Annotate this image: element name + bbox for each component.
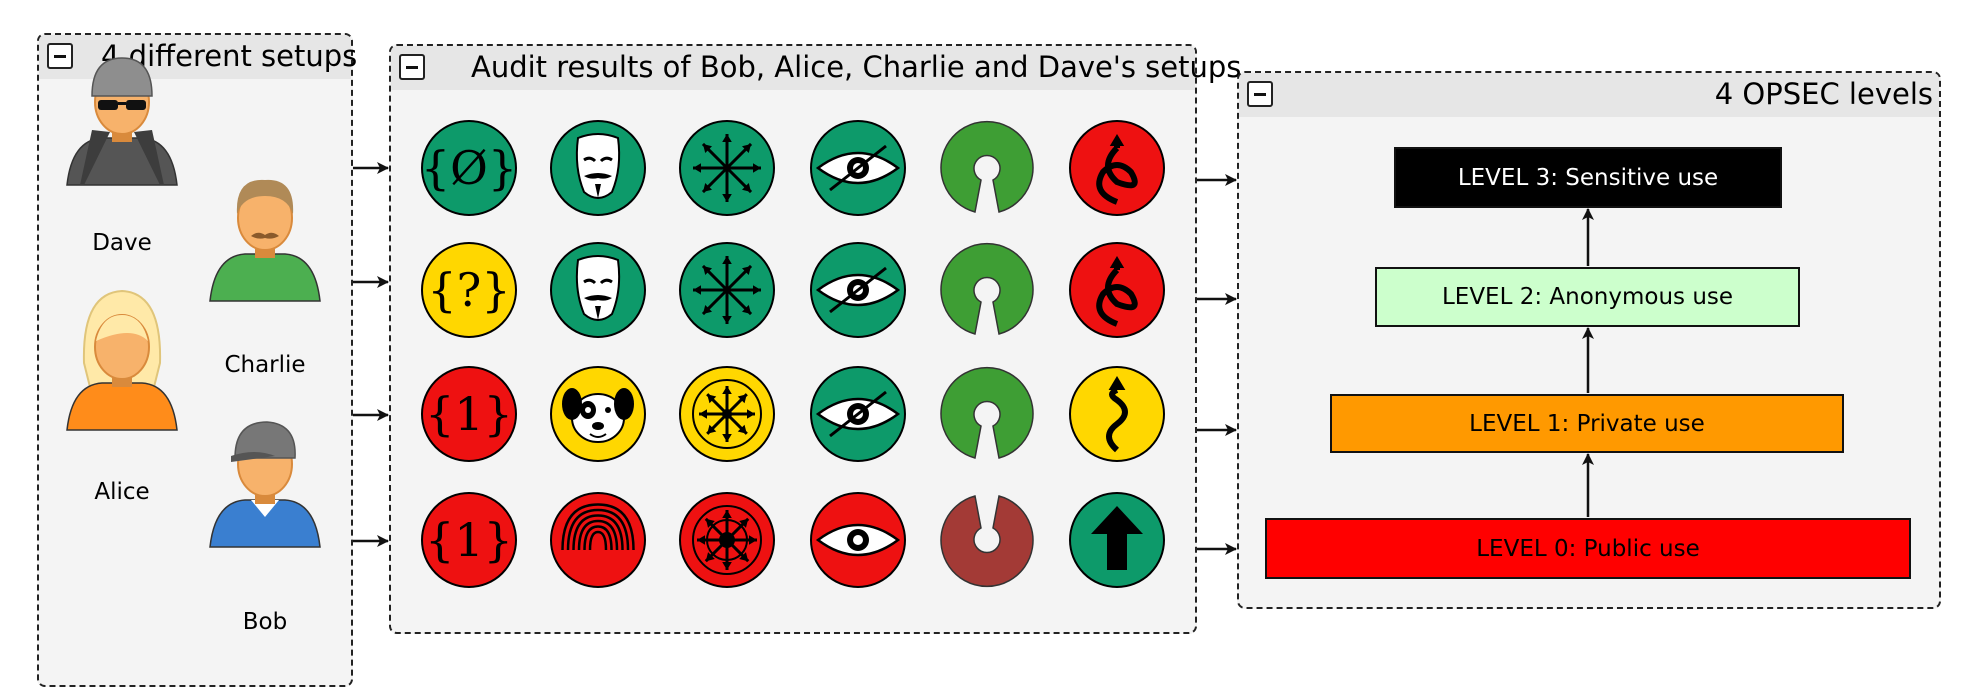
- audit-cell-row-3-1: {1}: [419, 364, 519, 464]
- dog-face-icon: [550, 366, 646, 462]
- open-eye-icon: [810, 492, 906, 588]
- level-0-label: LEVEL 0: Public use: [1476, 535, 1700, 562]
- audit-cell-row-1-3: [677, 118, 777, 218]
- audit-cell-row-2-1: {?}: [419, 240, 519, 340]
- crossed-eye-icon: [810, 120, 906, 216]
- woman-avatar-icon: [66, 289, 178, 431]
- levels-panel-header: 4 OPSEC levels: [1239, 73, 1939, 117]
- open-source-icon: [940, 242, 1034, 335]
- converging-arrows-icon: [679, 366, 775, 462]
- person-charlie: [205, 156, 325, 310]
- level-3-label: LEVEL 3: Sensitive use: [1457, 164, 1719, 191]
- fingerprint-icon: [550, 492, 646, 588]
- levels-panel-title: 4 OPSEC levels: [1714, 77, 1933, 111]
- audit-panel-title: Audit results of Bob, Alice, Charlie and…: [471, 50, 1242, 84]
- closed-source-icon: [940, 495, 1034, 588]
- audit-cell-row-1-6: [1067, 118, 1167, 218]
- audit-cell-row-3-3: [677, 364, 777, 464]
- crossed-eye-icon: [810, 366, 906, 462]
- level-1-label: LEVEL 1: Private use: [1469, 410, 1705, 437]
- svg-text:{1}: {1}: [425, 387, 513, 441]
- encryption-one-brace-icon: {1}: [421, 492, 517, 588]
- audit-cell-row-2-4: [808, 240, 908, 340]
- chaos-star-icon: [679, 242, 775, 338]
- person-name-charlie: Charlie: [224, 352, 306, 378]
- audit-cell-row-1-5: [937, 118, 1037, 218]
- audit-collapse-button[interactable]: [399, 54, 425, 80]
- audit-cell-row-2-2: [548, 240, 648, 340]
- person-dave: [62, 40, 182, 194]
- level-2-box: LEVEL 2: Anonymous use: [1375, 267, 1800, 327]
- audit-cell-row-3-5: [937, 364, 1037, 464]
- cap-man-avatar-icon: [209, 421, 321, 548]
- audit-cell-row-4-2: [548, 490, 648, 590]
- level-1-box: LEVEL 1: Private use: [1330, 394, 1844, 453]
- tangled-arrow-icon: [1069, 242, 1165, 338]
- audit-cell-row-4-1: {1}: [419, 490, 519, 590]
- open-source-icon: [940, 120, 1034, 213]
- audit-cell-row-3-2: [548, 364, 648, 464]
- level-0-box: LEVEL 0: Public use: [1265, 518, 1911, 579]
- audit-cell-row-4-5: [937, 490, 1037, 590]
- audit-cell-row-2-5: [937, 240, 1037, 340]
- audit-cell-row-3-6: [1067, 364, 1167, 464]
- encryption-one-brace-icon: {1}: [421, 366, 517, 462]
- encryption-question-brace-icon: {?}: [421, 242, 517, 338]
- audit-cell-row-2-3: [677, 240, 777, 340]
- audit-cell-row-1-2: [548, 118, 648, 218]
- person-name-alice: Alice: [94, 479, 150, 505]
- person-bob: [205, 402, 325, 556]
- person-name-dave: Dave: [92, 230, 152, 256]
- audit-cell-row-1-4: [808, 118, 908, 218]
- tangled-arrow-icon: [1069, 120, 1165, 216]
- svg-text:{?}: {?}: [427, 263, 510, 317]
- levels-collapse-button[interactable]: [1247, 81, 1273, 107]
- audit-cell-row-4-4: [808, 490, 908, 590]
- mustache-man-avatar-icon: [209, 179, 321, 302]
- person-alice: [62, 285, 182, 439]
- audit-cell-row-1-1: {Ø}: [419, 118, 519, 218]
- audit-cell-row-2-6: [1067, 240, 1167, 340]
- crossed-eye-icon: [810, 242, 906, 338]
- straight-arrow-icon: [1069, 492, 1165, 588]
- audit-panel-header: Audit results of Bob, Alice, Charlie and…: [391, 46, 1241, 90]
- open-source-icon: [940, 366, 1034, 459]
- audit-panel: Audit results of Bob, Alice, Charlie and…: [389, 44, 1241, 634]
- level-2-label: LEVEL 2: Anonymous use: [1441, 284, 1734, 310]
- winding-arrow-icon: [1069, 366, 1165, 462]
- level-3-box: LEVEL 3: Sensitive use: [1394, 147, 1782, 208]
- audit-cell-row-4-3: [677, 490, 777, 590]
- svg-text:{Ø}: {Ø}: [421, 141, 517, 195]
- audit-cell-row-4-6: [1067, 490, 1167, 590]
- encryption-empty-brace-icon: {Ø}: [421, 120, 517, 216]
- spy-avatar-icon: [66, 57, 178, 186]
- person-name-bob: Bob: [242, 609, 288, 635]
- setups-collapse-button[interactable]: [47, 43, 73, 69]
- chaos-star-icon: [679, 120, 775, 216]
- target-inward-arrows-icon: [679, 492, 775, 588]
- svg-text:{1}: {1}: [425, 513, 513, 567]
- anonymous-mask-icon: [550, 242, 646, 338]
- audit-cell-row-3-4: [808, 364, 908, 464]
- anonymous-mask-icon: [550, 120, 646, 216]
